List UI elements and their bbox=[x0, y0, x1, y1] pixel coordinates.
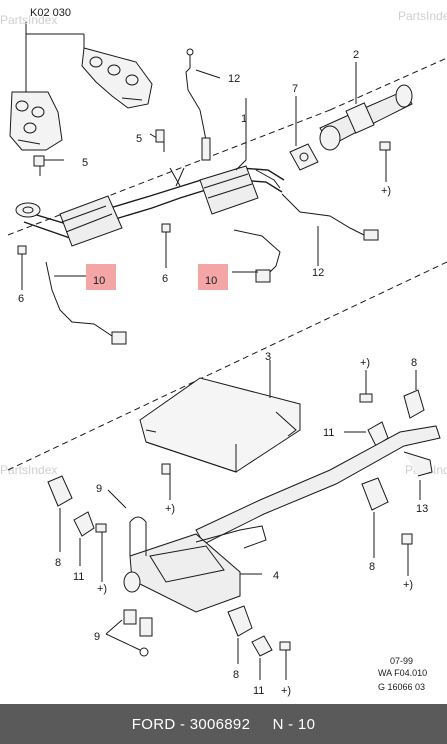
callout-3: 3 bbox=[265, 351, 271, 363]
callout-plus: +) bbox=[97, 583, 107, 595]
callout-6: 6 bbox=[162, 273, 168, 285]
mounting-bracket bbox=[47, 475, 73, 552]
spacer bbox=[250, 716, 272, 733]
highlight-box bbox=[198, 264, 228, 290]
rubber-mount bbox=[344, 421, 389, 447]
watermark: PartsIndex bbox=[0, 13, 57, 27]
callout-9: 9 bbox=[94, 631, 100, 643]
stamp-ref: WA F04.010 bbox=[378, 668, 427, 678]
section-divider bbox=[7, 109, 331, 236]
callout-plus: +) bbox=[403, 579, 413, 591]
watermark: PartsIndex bbox=[0, 463, 57, 477]
callout-8: 8 bbox=[233, 669, 239, 681]
callout-1: 1 bbox=[241, 113, 247, 125]
callout-5: 5 bbox=[136, 133, 142, 145]
oxygen-sensor-upper bbox=[185, 48, 221, 161]
nut bbox=[17, 245, 27, 290]
bolt bbox=[401, 533, 413, 576]
rubber-mount bbox=[73, 511, 95, 566]
callout-11: 11 bbox=[253, 685, 264, 697]
clamp-bracket bbox=[105, 609, 153, 657]
bolt bbox=[359, 370, 373, 403]
callout-9: 9 bbox=[96, 483, 102, 495]
callout-8: 8 bbox=[369, 561, 375, 573]
left-exhaust-manifold bbox=[9, 91, 63, 151]
section-divider bbox=[7, 261, 447, 471]
gasket bbox=[289, 96, 319, 171]
u-bolt-clamp bbox=[107, 489, 147, 556]
callout-4: 4 bbox=[273, 570, 279, 582]
callout-plus: +) bbox=[381, 185, 391, 197]
bolt bbox=[279, 641, 291, 680]
callout-2: 2 bbox=[353, 49, 359, 61]
callout-12: 12 bbox=[228, 73, 240, 85]
stamp-date: 07-99 bbox=[390, 656, 413, 666]
mounting-bracket bbox=[361, 477, 389, 558]
mounting-bracket bbox=[227, 605, 253, 664]
nut bbox=[33, 155, 64, 176]
callout-10: 10 bbox=[205, 275, 217, 287]
callout-plus: +) bbox=[281, 685, 291, 697]
callout-8: 8 bbox=[55, 557, 61, 569]
watermark: PartsIndex bbox=[398, 9, 447, 23]
callout-plus: +) bbox=[165, 503, 175, 515]
footer-bar: FORD - 3006892 N - 10 bbox=[0, 704, 447, 744]
heat-shield bbox=[139, 360, 301, 473]
position-label: N - 10 bbox=[272, 715, 316, 733]
bolt bbox=[161, 463, 171, 500]
part-number: 3006892 bbox=[189, 715, 251, 733]
callout-13: 13 bbox=[416, 503, 428, 515]
callout-plus: +) bbox=[360, 357, 370, 369]
callout-leader-1 bbox=[235, 98, 247, 171]
callout-11: 11 bbox=[323, 427, 334, 439]
callout-6: 6 bbox=[18, 293, 24, 305]
bolt bbox=[379, 141, 391, 182]
callout-10: 10 bbox=[93, 275, 105, 287]
front-pipe-with-catalytic-converters bbox=[15, 98, 285, 247]
section-divider bbox=[329, 57, 447, 111]
header-code: K02 030 bbox=[30, 7, 71, 19]
stamp-code: G 16066 03 bbox=[378, 682, 425, 692]
nut bbox=[161, 223, 171, 268]
drawing-stamp: 07-99 WA F04.010 G 16066 03 bbox=[378, 656, 427, 692]
callout-11: 11 bbox=[73, 571, 84, 583]
callout-8: 8 bbox=[411, 357, 417, 369]
tail-pipe bbox=[195, 425, 441, 545]
brand-name: FORD bbox=[131, 715, 176, 733]
oxygen-sensor-10-right bbox=[232, 229, 281, 283]
callout-labels: 1 2 3 4 5 5 6 6 7 8 8 8 8 9 9 10 10 11 1… bbox=[18, 49, 428, 697]
bolt bbox=[95, 523, 107, 582]
callout-5: 5 bbox=[82, 157, 88, 169]
bolt bbox=[149, 129, 165, 152]
exhaust-parts-diagram: K02 030 PartsIndex PartsIndex PartsIndex… bbox=[0, 7, 447, 697]
callout-7: 7 bbox=[292, 83, 298, 95]
mounting-bracket bbox=[403, 370, 425, 419]
oxygen-sensor-right bbox=[281, 193, 379, 266]
oxygen-sensor-10-left bbox=[45, 261, 127, 345]
highlight-box bbox=[86, 264, 116, 290]
right-exhaust-manifold bbox=[81, 47, 153, 109]
separator: - bbox=[175, 715, 190, 733]
muffler bbox=[123, 525, 267, 613]
connecting-pipe bbox=[319, 62, 413, 151]
header-bracket bbox=[25, 22, 85, 92]
rubber-mount bbox=[251, 635, 273, 680]
callout-12: 12 bbox=[312, 267, 324, 279]
